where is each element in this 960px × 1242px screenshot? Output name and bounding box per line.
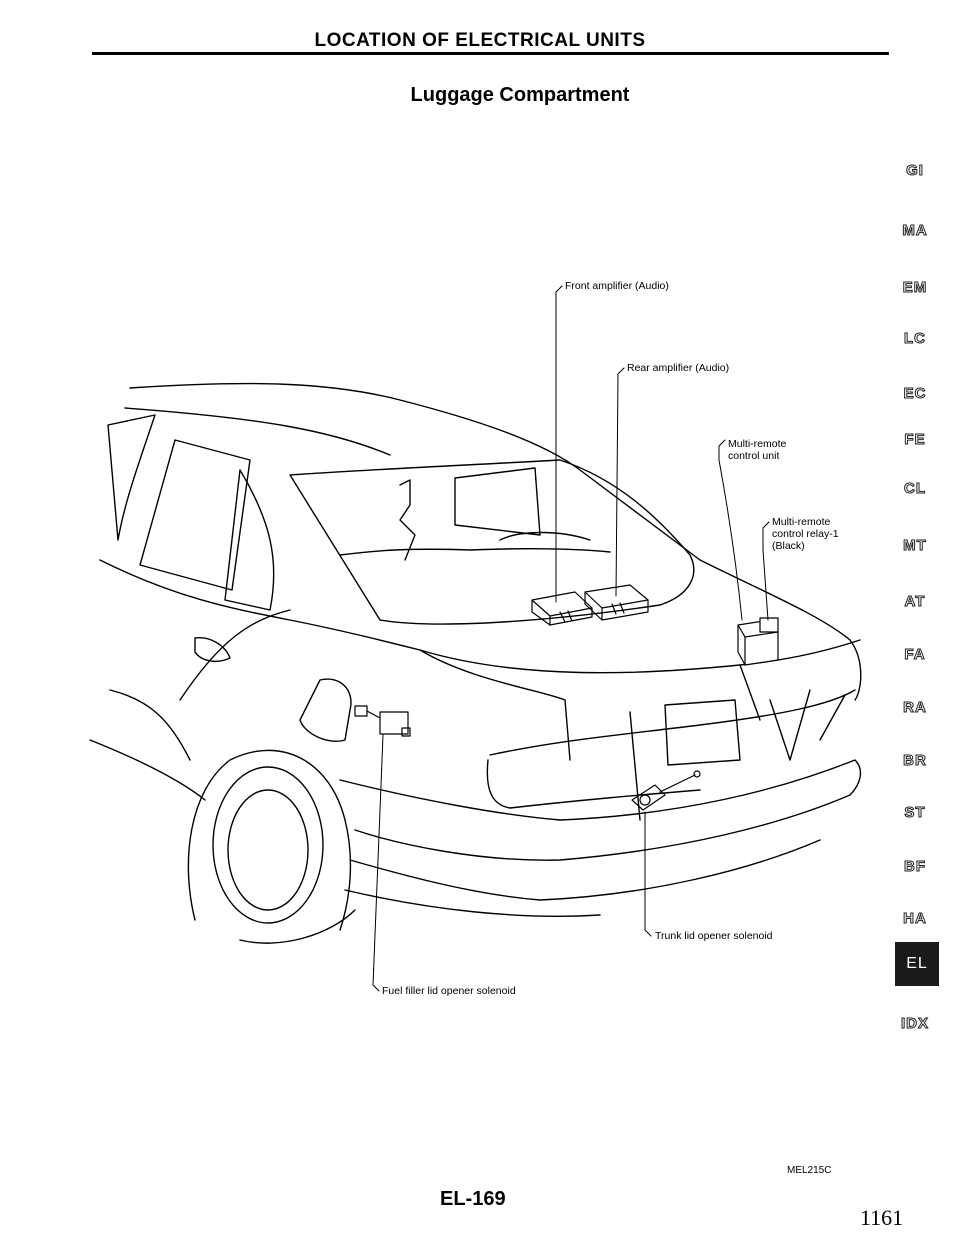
figure-code: MEL215C <box>787 1165 832 1176</box>
tab-ha[interactable]: HA <box>903 910 927 928</box>
tab-ec[interactable]: EC <box>903 385 927 403</box>
callout-fuel-filler-solenoid: Fuel filler lid opener solenoid <box>382 985 516 997</box>
page-number: 1161 <box>860 1205 904 1230</box>
tab-lc[interactable]: LC <box>904 330 926 348</box>
page-code: EL-169 <box>440 1188 506 1210</box>
tab-idx[interactable]: IDX <box>900 1015 929 1033</box>
callout-rear-amplifier: Rear amplifier (Audio) <box>627 362 730 374</box>
tab-gi[interactable]: GI <box>906 162 924 180</box>
title-rule <box>92 52 889 55</box>
tab-fe[interactable]: FE <box>904 431 926 449</box>
tab-bf[interactable]: BF <box>904 858 926 876</box>
tab-at[interactable]: AT <box>904 593 926 611</box>
tab-em[interactable]: EM <box>902 279 928 297</box>
callout-multi-remote-relay: Multi-remote control relay-1 (Black) <box>772 516 839 552</box>
tab-el-active[interactable]: EL <box>895 942 939 986</box>
tab-cl[interactable]: CL <box>904 480 926 498</box>
tab-mt[interactable]: MT <box>903 537 927 555</box>
tab-fa[interactable]: FA <box>904 646 926 664</box>
tab-ma[interactable]: MA <box>902 222 928 240</box>
callout-front-amplifier: Front amplifier (Audio) <box>565 280 669 292</box>
callout-trunk-lid-solenoid: Trunk lid opener solenoid <box>655 930 773 942</box>
page-title: LOCATION OF ELECTRICAL UNITS <box>314 30 646 51</box>
tab-st[interactable]: ST <box>904 804 926 822</box>
callout-multi-remote-unit: Multi-remote control unit <box>728 438 787 462</box>
tab-br[interactable]: BR <box>903 752 927 770</box>
tab-ra[interactable]: RA <box>903 699 927 717</box>
section-title: Luggage Compartment <box>410 84 630 106</box>
